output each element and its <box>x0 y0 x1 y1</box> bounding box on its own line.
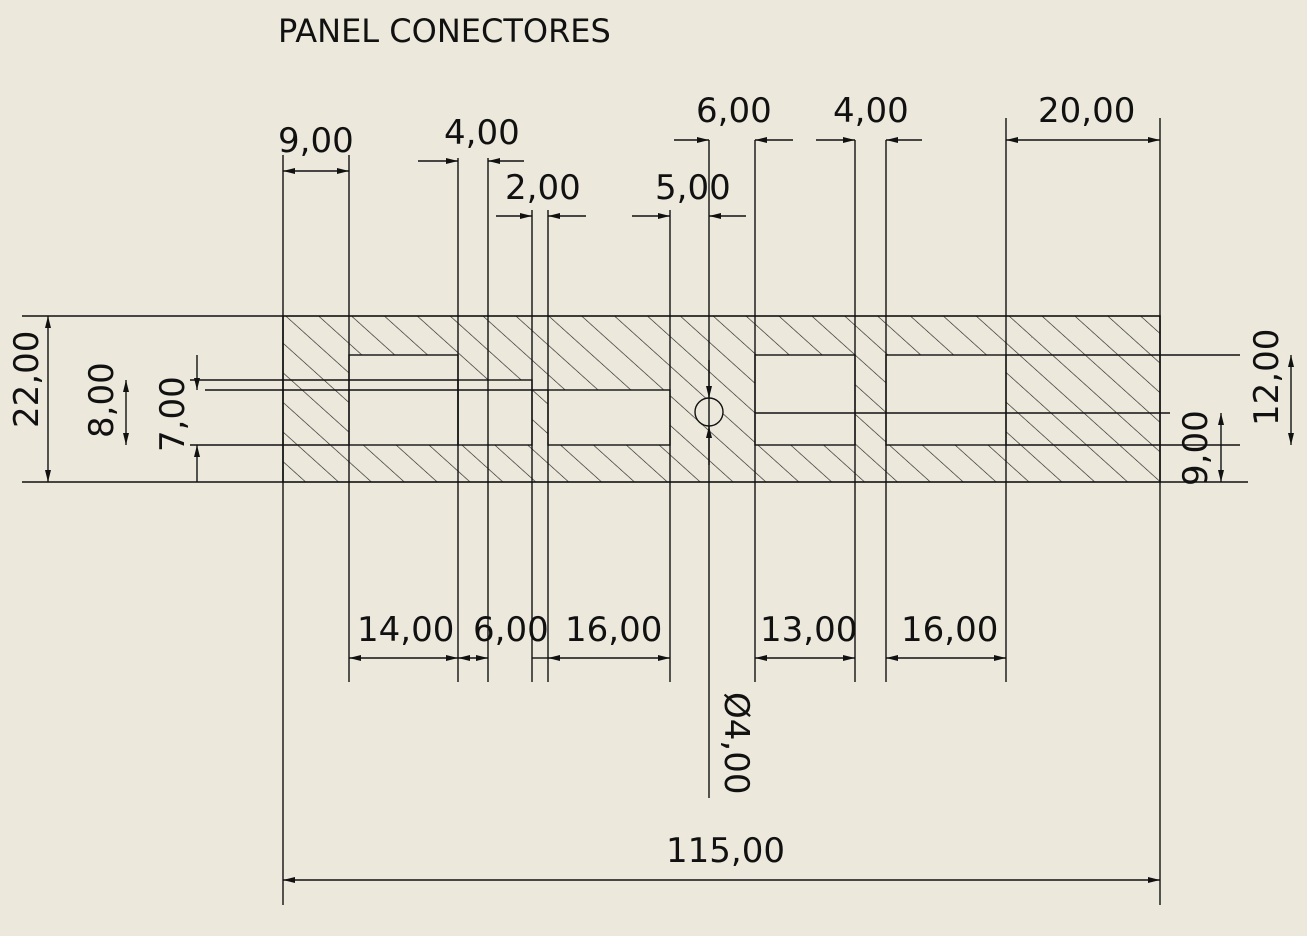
dim-left-8: 8,00 <box>82 362 122 438</box>
dim-bottom-6: 6,00 <box>473 610 549 650</box>
opening-5 <box>885 354 1007 446</box>
dim-left-22: 22,00 <box>7 331 47 428</box>
dimension-lines <box>45 137 1294 883</box>
dim-top-9: 9,00 <box>278 121 354 161</box>
dim-right-12: 12,00 <box>1247 329 1287 426</box>
dim-hole-diameter: Ø4,00 <box>716 692 756 794</box>
dim-top-20: 20,00 <box>1038 91 1135 131</box>
dim-bottom-16a: 16,00 <box>565 610 662 650</box>
dimension-labels: 9,00 4,00 2,00 5,00 6,00 4,00 20,00 115,… <box>7 91 1287 871</box>
panel-body <box>282 315 1161 483</box>
opening-1 <box>348 354 459 446</box>
dim-bottom-16b: 16,00 <box>901 610 998 650</box>
dim-bottom-13: 13,00 <box>760 610 857 650</box>
dim-bottom-14: 14,00 <box>357 610 454 650</box>
dim-overall-width: 115,00 <box>666 831 785 871</box>
opening-4 <box>754 354 856 446</box>
dim-top-6: 6,00 <box>696 91 772 131</box>
dim-right-9: 9,00 <box>1176 410 1216 486</box>
opening-3 <box>547 389 671 446</box>
dim-top-4b: 4,00 <box>833 91 909 131</box>
dim-top-5: 5,00 <box>655 168 731 208</box>
dim-top-4a: 4,00 <box>444 113 520 153</box>
dim-top-2: 2,00 <box>505 168 581 208</box>
extension-lines <box>22 118 1248 905</box>
drawing-title: PANEL CONECTORES <box>278 12 611 50</box>
dim-left-7: 7,00 <box>153 376 193 452</box>
